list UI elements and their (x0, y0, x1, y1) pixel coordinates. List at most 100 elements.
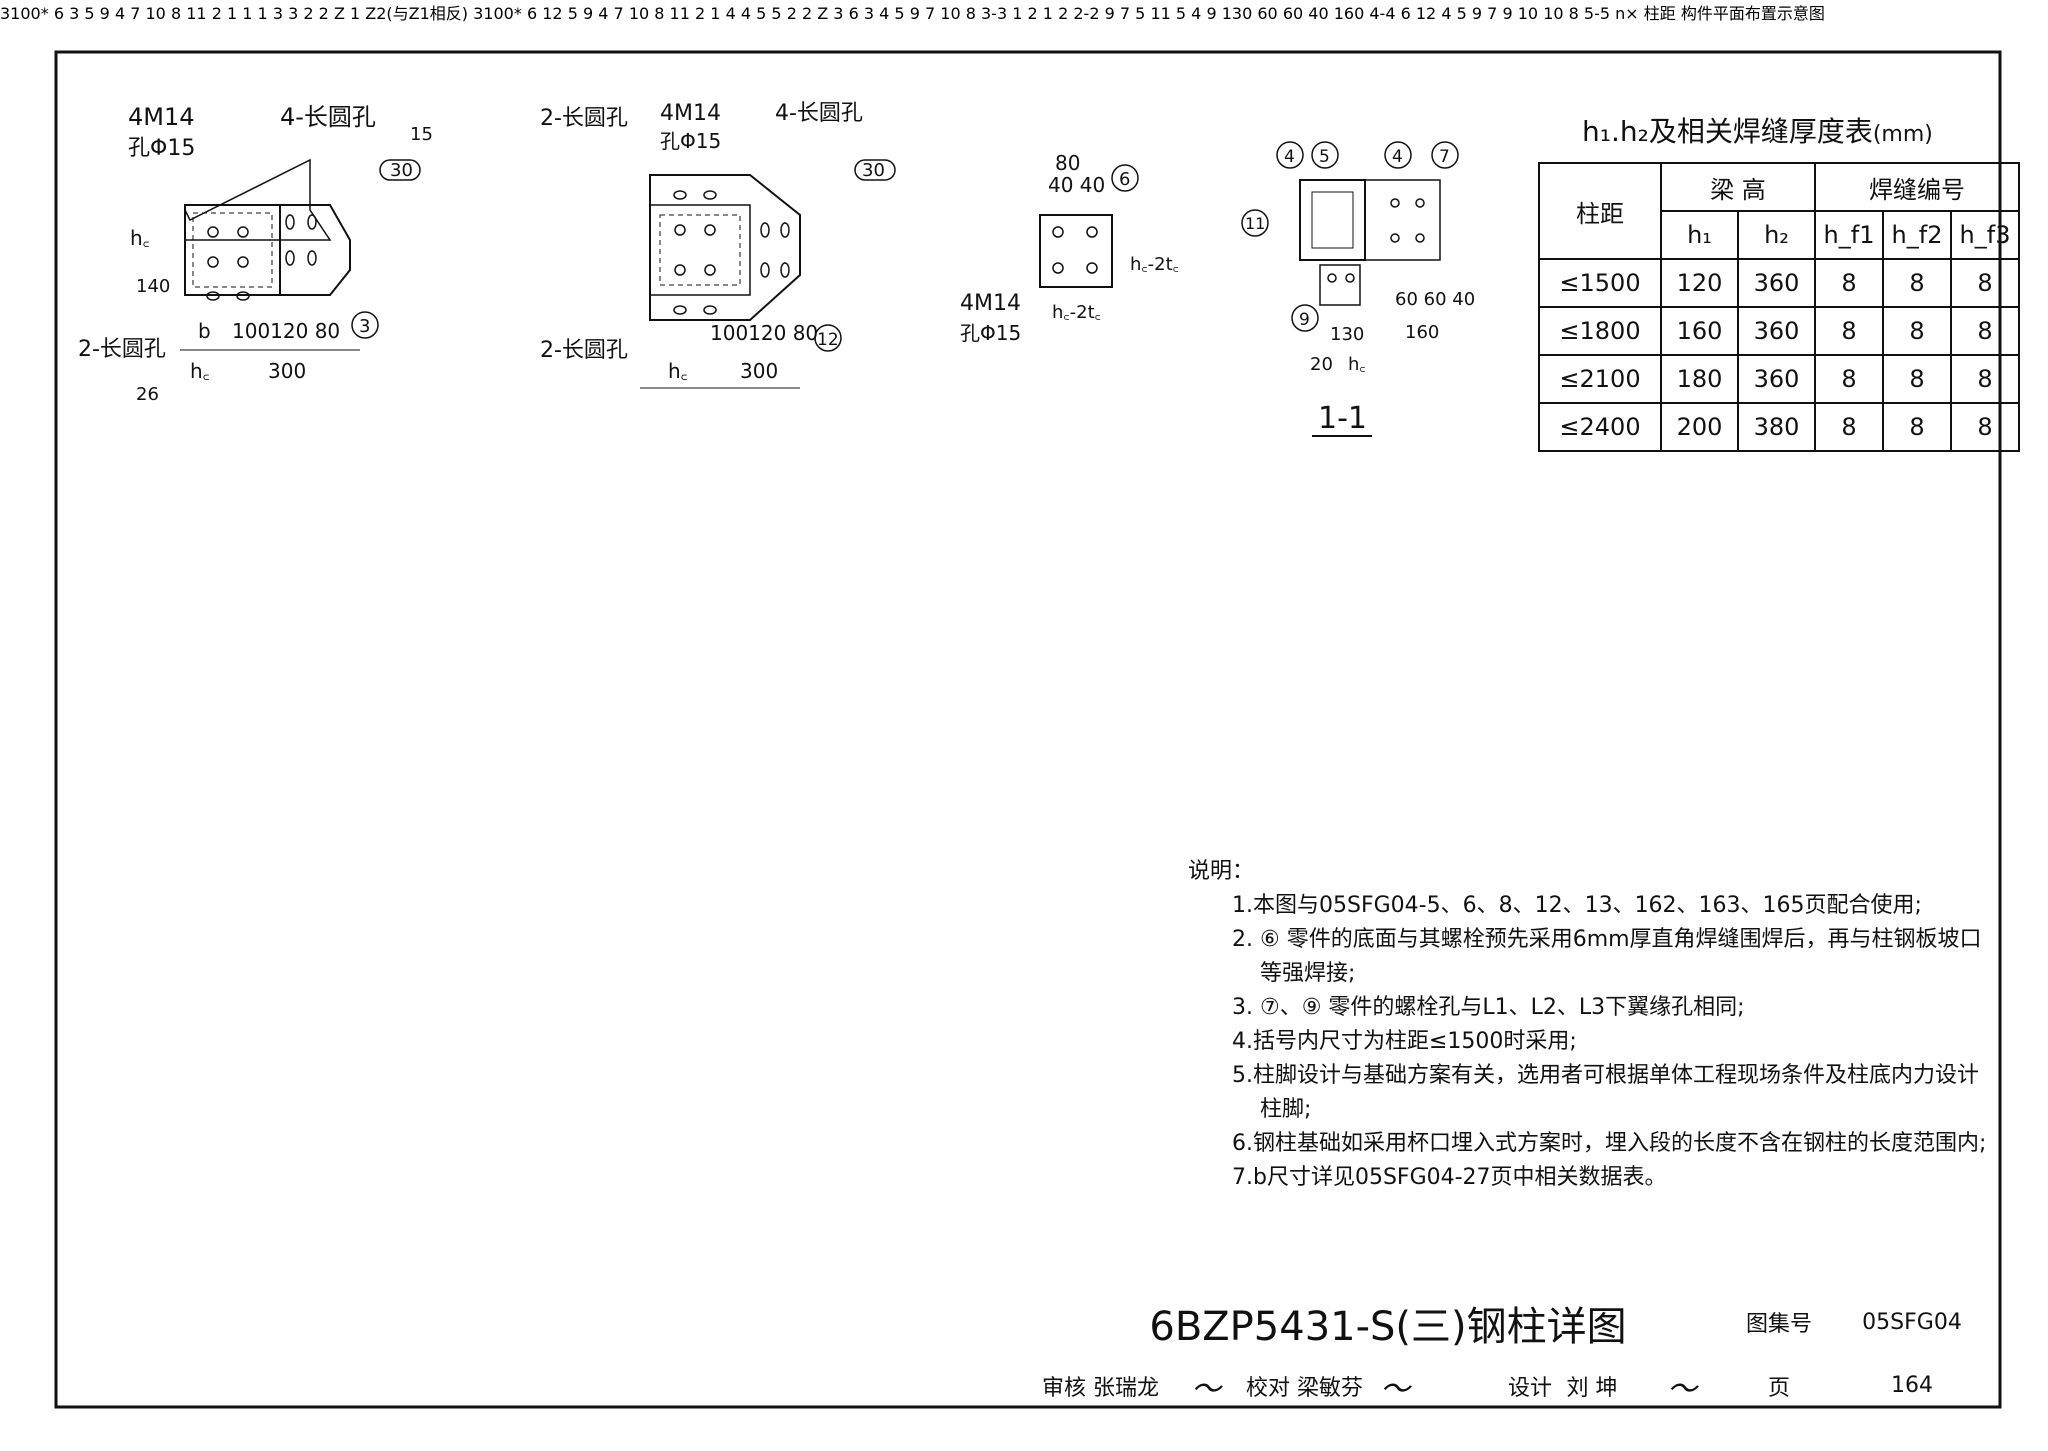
cell-hf1: 8 (1814, 354, 1884, 404)
svg-text:4M14: 4M14 (128, 103, 195, 131)
cell-hf1: 8 (1814, 306, 1884, 356)
table-row: ≤1500 120 360 8 8 8 (1538, 258, 2020, 308)
svg-text:4M14: 4M14 (660, 101, 721, 126)
svg-text:h꜀: h꜀ (1348, 354, 1366, 375)
plate-detail-z1: 4M14 孔Φ15 4-长圆孔 30 15 h꜀ 300 h꜀ 100120 8… (78, 103, 433, 405)
header-weld: 焊缝编号 (1814, 162, 2020, 212)
cell-hf2: 8 (1882, 258, 1952, 308)
svg-text:140: 140 (136, 276, 170, 297)
header-span: 柱距 (1538, 162, 1662, 260)
svg-text:300: 300 (268, 359, 306, 383)
cell-span: ≤2100 (1538, 354, 1662, 404)
svg-text:2-长圆孔: 2-长圆孔 (78, 337, 166, 362)
svg-text:40 40: 40 40 (1048, 173, 1105, 197)
svg-text:6: 6 (1119, 169, 1130, 190)
note-2-cont: 等强焊接; (1260, 961, 1356, 986)
column-z1: 3100* 6 3 5 9 4 7 10 8 11 2 1 1 1 3 3 2 … (0, 4, 469, 23)
svg-text:h꜀: h꜀ (130, 226, 150, 250)
note-5: 5.柱脚设计与基础方案有关，选用者可根据单体工程现场条件及柱底内力设计 (1232, 1063, 1979, 1088)
svg-text:30: 30 (862, 160, 885, 181)
cell-span: ≤1800 (1538, 306, 1662, 356)
cell-span: ≤2400 (1538, 402, 1662, 452)
page-number: 164 (1891, 1373, 1933, 1398)
page-label: 页 (1767, 1375, 1790, 1401)
svg-text:26: 26 (136, 384, 159, 405)
cell-h2: 360 (1737, 306, 1816, 356)
cell-hf1: 8 (1814, 402, 1884, 452)
checker-name: 梁敏芬 (1296, 1375, 1363, 1401)
header-hf3: h_f3 (1950, 210, 2020, 260)
svg-text:2-长圆孔: 2-长圆孔 (540, 338, 628, 363)
svg-text:15: 15 (410, 124, 433, 145)
svg-text:孔Φ15: 孔Φ15 (960, 321, 1021, 345)
svg-text:30: 30 (390, 160, 413, 181)
svg-text:孔Φ15: 孔Φ15 (660, 129, 721, 153)
cell-hf2: 8 (1882, 306, 1952, 356)
note-7: 7.b尺寸详见05SFG04-27页中相关数据表。 (1232, 1165, 1667, 1190)
svg-text:100120 80: 100120 80 (710, 321, 818, 345)
cell-h2: 380 (1737, 402, 1816, 452)
designer-signature: ～ (1667, 1371, 1697, 1407)
header-h2: h₂ (1737, 210, 1816, 260)
svg-text:h꜀-2t꜀: h꜀-2t꜀ (1130, 254, 1179, 275)
section-4-4: 9 7 5 11 5 4 9 130 60 60 40 160 4-4 (1104, 4, 1396, 23)
svg-text:3: 3 (359, 316, 370, 337)
column-z3: 3100* 6 12 5 9 4 7 10 8 11 2 1 4 4 5 5 2… (473, 4, 844, 23)
svg-text:4: 4 (1284, 147, 1295, 167)
cell-h1: 120 (1660, 258, 1739, 308)
svg-text:1-1: 1-1 (1318, 401, 1367, 436)
cell-h1: 160 (1660, 306, 1739, 356)
note-1: 1.本图与05SFG04-5、6、8、12、13、162、163、165页配合使… (1232, 893, 1922, 918)
svg-text:11: 11 (1245, 214, 1265, 233)
header-hf1: h_f1 (1814, 210, 1884, 260)
layout-sketch: n× 柱距 构件平面布置示意图 (1615, 4, 1825, 23)
svg-text:9: 9 (1299, 310, 1310, 330)
cell-h2: 360 (1737, 258, 1816, 308)
cell-hf3: 8 (1950, 258, 2020, 308)
table-row: ≤1800 160 360 8 8 8 (1538, 306, 2020, 356)
header-hf2: h_f2 (1882, 210, 1952, 260)
reviewer-signature: ～ (1191, 1371, 1221, 1407)
svg-text:h꜀: h꜀ (190, 359, 210, 383)
note-5-cont: 柱脚; (1260, 1097, 1312, 1122)
atlas-number: 05SFG04 (1862, 1309, 1962, 1335)
drawing-title: 6BZP5431-S(三)钢柱详图 (1149, 1304, 1627, 1350)
svg-text:20: 20 (1310, 354, 1333, 375)
table-title: h₁.h₂及相关焊缝厚度表(mm) (1582, 110, 1933, 150)
table-row: ≤2400 200 380 8 8 8 (1538, 402, 2020, 452)
cell-hf2: 8 (1882, 354, 1952, 404)
svg-text:2-长圆孔: 2-长圆孔 (540, 106, 628, 131)
svg-text:60 60 40: 60 60 40 (1395, 289, 1475, 310)
designer-name: 刘 坤 (1566, 1375, 1618, 1401)
reviewer-name: 张瑞龙 (1092, 1375, 1159, 1401)
table-row: ≤2100 180 360 8 8 8 (1538, 354, 2020, 404)
atlas-label: 图集号 (1745, 1312, 1812, 1337)
svg-text:4-长圆孔: 4-长圆孔 (775, 101, 863, 126)
svg-text:12: 12 (817, 330, 839, 350)
notes-heading: 说明： (1188, 859, 1255, 884)
cell-h1: 200 (1660, 402, 1739, 452)
svg-text:4M14: 4M14 (960, 291, 1021, 316)
svg-text:4-长圆孔: 4-长圆孔 (280, 103, 376, 131)
note-4: 4.括号内尺寸为柱距≤1500时采用; (1232, 1029, 1577, 1054)
design-label: 设计 (1507, 1375, 1552, 1401)
plate-detail-z3: 2-长圆孔 4M14 孔Φ15 4-长圆孔 30 2-长圆孔 h꜀ 300 10… (540, 101, 896, 389)
header-beam: 梁 高 (1660, 162, 1816, 212)
check-label: 校对 (1246, 1375, 1291, 1401)
cell-h2: 360 (1737, 354, 1816, 404)
cell-hf3: 8 (1950, 402, 2020, 452)
table-unit: (mm) (1872, 122, 1933, 147)
svg-text:h꜀-2t꜀: h꜀-2t꜀ (1052, 302, 1101, 323)
review-label: 审核 (1042, 1375, 1087, 1401)
checker-signature: ～ (1380, 1371, 1410, 1407)
cell-hf3: 8 (1950, 354, 2020, 404)
note-3: 3. ⑦、⑨ 零件的螺栓孔与L1、L2、L3下翼缘孔相同; (1232, 995, 1745, 1020)
notes-block: 说明： 1.本图与05SFG04-5、6、8、12、13、162、163、165… (1188, 855, 1988, 1195)
plate-6-detail: 80 40 40 6 4M14 孔Φ15 h꜀-2t꜀ h꜀-2t꜀ (960, 151, 1179, 345)
cell-hf2: 8 (1882, 402, 1952, 452)
note-6: 6.钢柱基础如采用杯口埋入式方案时，埋入段的长度不含在钢柱的长度范围内; (1232, 1131, 1987, 1156)
section-2-2: 1 2 1 2 2-2 (1012, 4, 1100, 23)
section-1-1: 4 5 4 7 11 9 130 60 60 40 160 20 h꜀ 1-1 (1241, 141, 1475, 437)
svg-text:80: 80 (1055, 151, 1080, 175)
